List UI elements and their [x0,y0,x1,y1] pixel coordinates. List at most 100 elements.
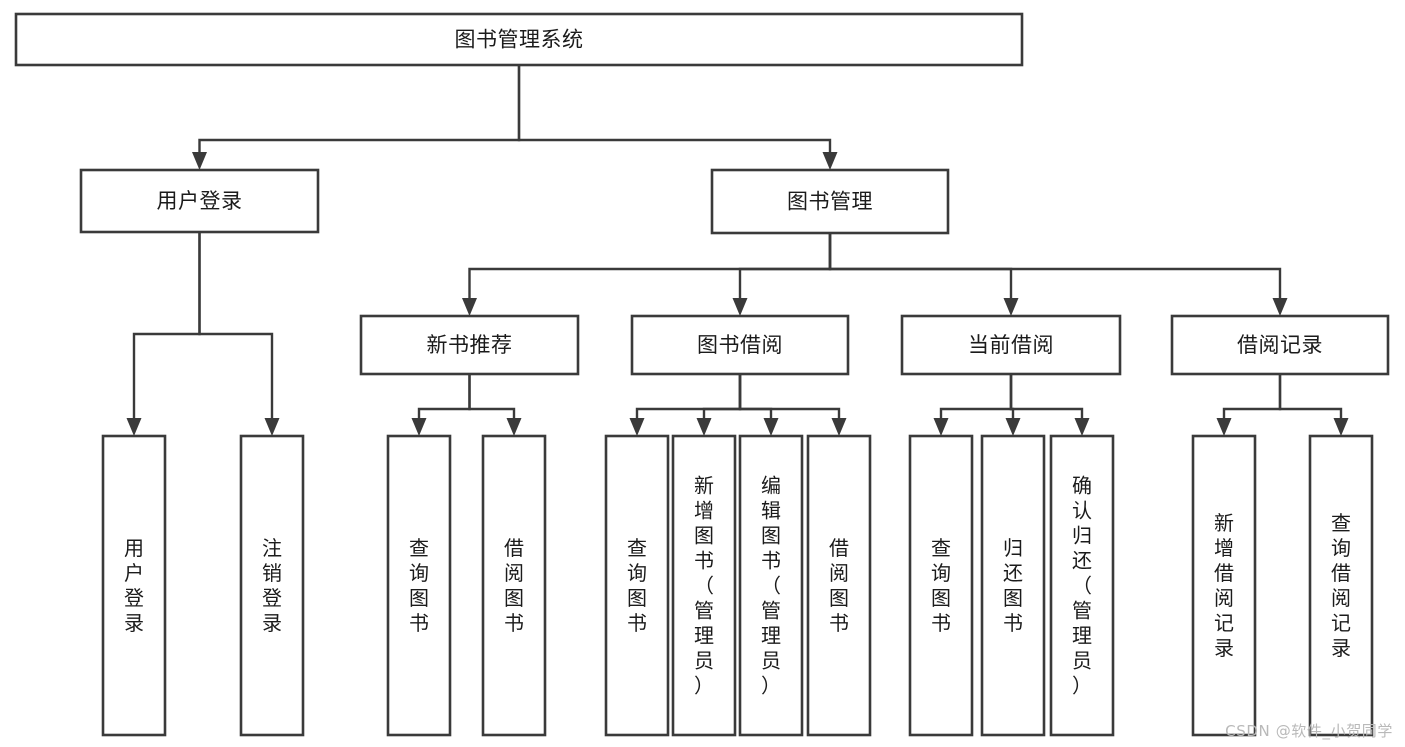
node-label: 注销登录 [262,536,282,635]
connector [517,65,838,170]
connector [198,232,280,436]
node-box[interactable] [604,434,670,737]
node-label: 查询图书 [409,536,429,635]
diagram-node[interactable]: 新增图书（管理员） [671,434,737,737]
connector-line [468,374,516,419]
node-label: 确认归还（管理员） [1072,474,1092,698]
arrow-head-icon [1003,298,1019,316]
arrow-head-icon [506,418,522,436]
node-box[interactable] [386,434,452,737]
node-box[interactable] [1170,314,1390,376]
arrow-head-icon [831,418,847,436]
node-box[interactable] [900,314,1122,376]
arrow-head-icon [732,298,748,316]
connector-line [1278,374,1343,419]
arrow-head-icon [1272,298,1288,316]
arrow-head-icon [629,418,645,436]
diagram-node[interactable]: 新书推荐 [359,314,580,376]
diagram-node[interactable]: 当前借阅 [900,314,1122,376]
node-box[interactable] [806,434,872,737]
connector-line [738,374,773,419]
arrow-head-icon [933,418,949,436]
node-label: 新增图书（管理员） [694,474,714,698]
connector [696,374,742,436]
connector [629,374,742,436]
diagram-node[interactable]: 借阅图书 [806,434,872,737]
arrow-head-icon [1333,418,1349,436]
csdn-watermark: CSDN @软件_小贺同学 [1225,722,1393,740]
node-box[interactable] [14,12,1024,67]
node-box[interactable] [239,434,305,737]
connector [732,233,832,316]
arrow-head-icon [1005,418,1021,436]
diagram-node[interactable]: 用户登录 [101,434,167,737]
node-label: 图书管理 [787,190,873,214]
node-box[interactable] [630,314,850,376]
arrow-head-icon [822,152,838,170]
connector [1005,374,1021,436]
diagram-node[interactable]: 查询图书 [604,434,670,737]
connector-layer [126,65,1349,436]
node-box[interactable] [671,434,737,737]
connector-line [468,233,832,299]
connector [468,374,522,436]
connector [738,374,779,436]
connector [738,374,847,436]
arrow-head-icon [411,418,427,436]
diagram-node[interactable]: 确认归还（管理员） [1049,434,1115,737]
connector-line [517,65,832,153]
diagram-node[interactable]: 查询图书 [908,434,974,737]
diagram-node[interactable]: 用户登录 [79,168,320,234]
diagram-node[interactable]: 图书管理系统 [14,12,1024,67]
connector-line [132,232,201,419]
arrow-head-icon [462,298,477,316]
node-label: 图书借阅 [697,333,783,357]
diagram-node[interactable]: 归还图书 [980,434,1046,737]
node-label: 用户登录 [157,189,243,213]
diagram-node[interactable]: 查询借阅记录 [1308,434,1374,737]
node-box[interactable] [101,434,167,737]
node-label: 当前借阅 [968,333,1054,357]
node-label: 查询借阅记录 [1331,511,1351,660]
node-box[interactable] [1049,434,1115,737]
node-label: 查询图书 [627,536,647,635]
diagram-node[interactable]: 借阅图书 [481,434,547,737]
connector-line [198,232,274,419]
node-box[interactable] [79,168,320,234]
connector-line [198,65,521,153]
node-box[interactable] [980,434,1046,737]
diagram-node[interactable]: 新增借阅记录 [1191,434,1257,737]
node-box[interactable] [738,434,804,737]
connector [828,233,1288,316]
node-label: 用户登录 [124,536,144,635]
diagram-node[interactable]: 图书管理 [710,168,950,235]
connector-line [738,374,841,419]
node-box[interactable] [908,434,974,737]
connector [1278,374,1349,436]
connector [1216,374,1282,436]
arrow-head-icon [1074,418,1090,436]
node-box[interactable] [359,314,580,376]
connector-line [1222,374,1282,419]
connector-line [417,374,471,419]
diagram-node[interactable]: 借阅记录 [1170,314,1390,376]
node-box[interactable] [1308,434,1374,737]
node-label: 查询图书 [931,536,951,635]
node-label: 借阅图书 [504,536,524,635]
connector [933,374,1013,436]
diagram-node[interactable]: 编辑图书（管理员） [738,434,804,737]
arrow-head-icon [126,418,142,436]
node-box[interactable] [481,434,547,737]
node-box[interactable] [1191,434,1257,737]
diagram-node[interactable]: 注销登录 [239,434,305,737]
diagram-node[interactable]: 查询图书 [386,434,452,737]
connector-line [828,233,1282,299]
diagram-node[interactable]: 图书借阅 [630,314,850,376]
connector [462,233,832,316]
node-box[interactable] [710,168,950,235]
connector-line [635,374,742,419]
arrow-head-icon [763,418,779,436]
connector-line [738,233,832,299]
